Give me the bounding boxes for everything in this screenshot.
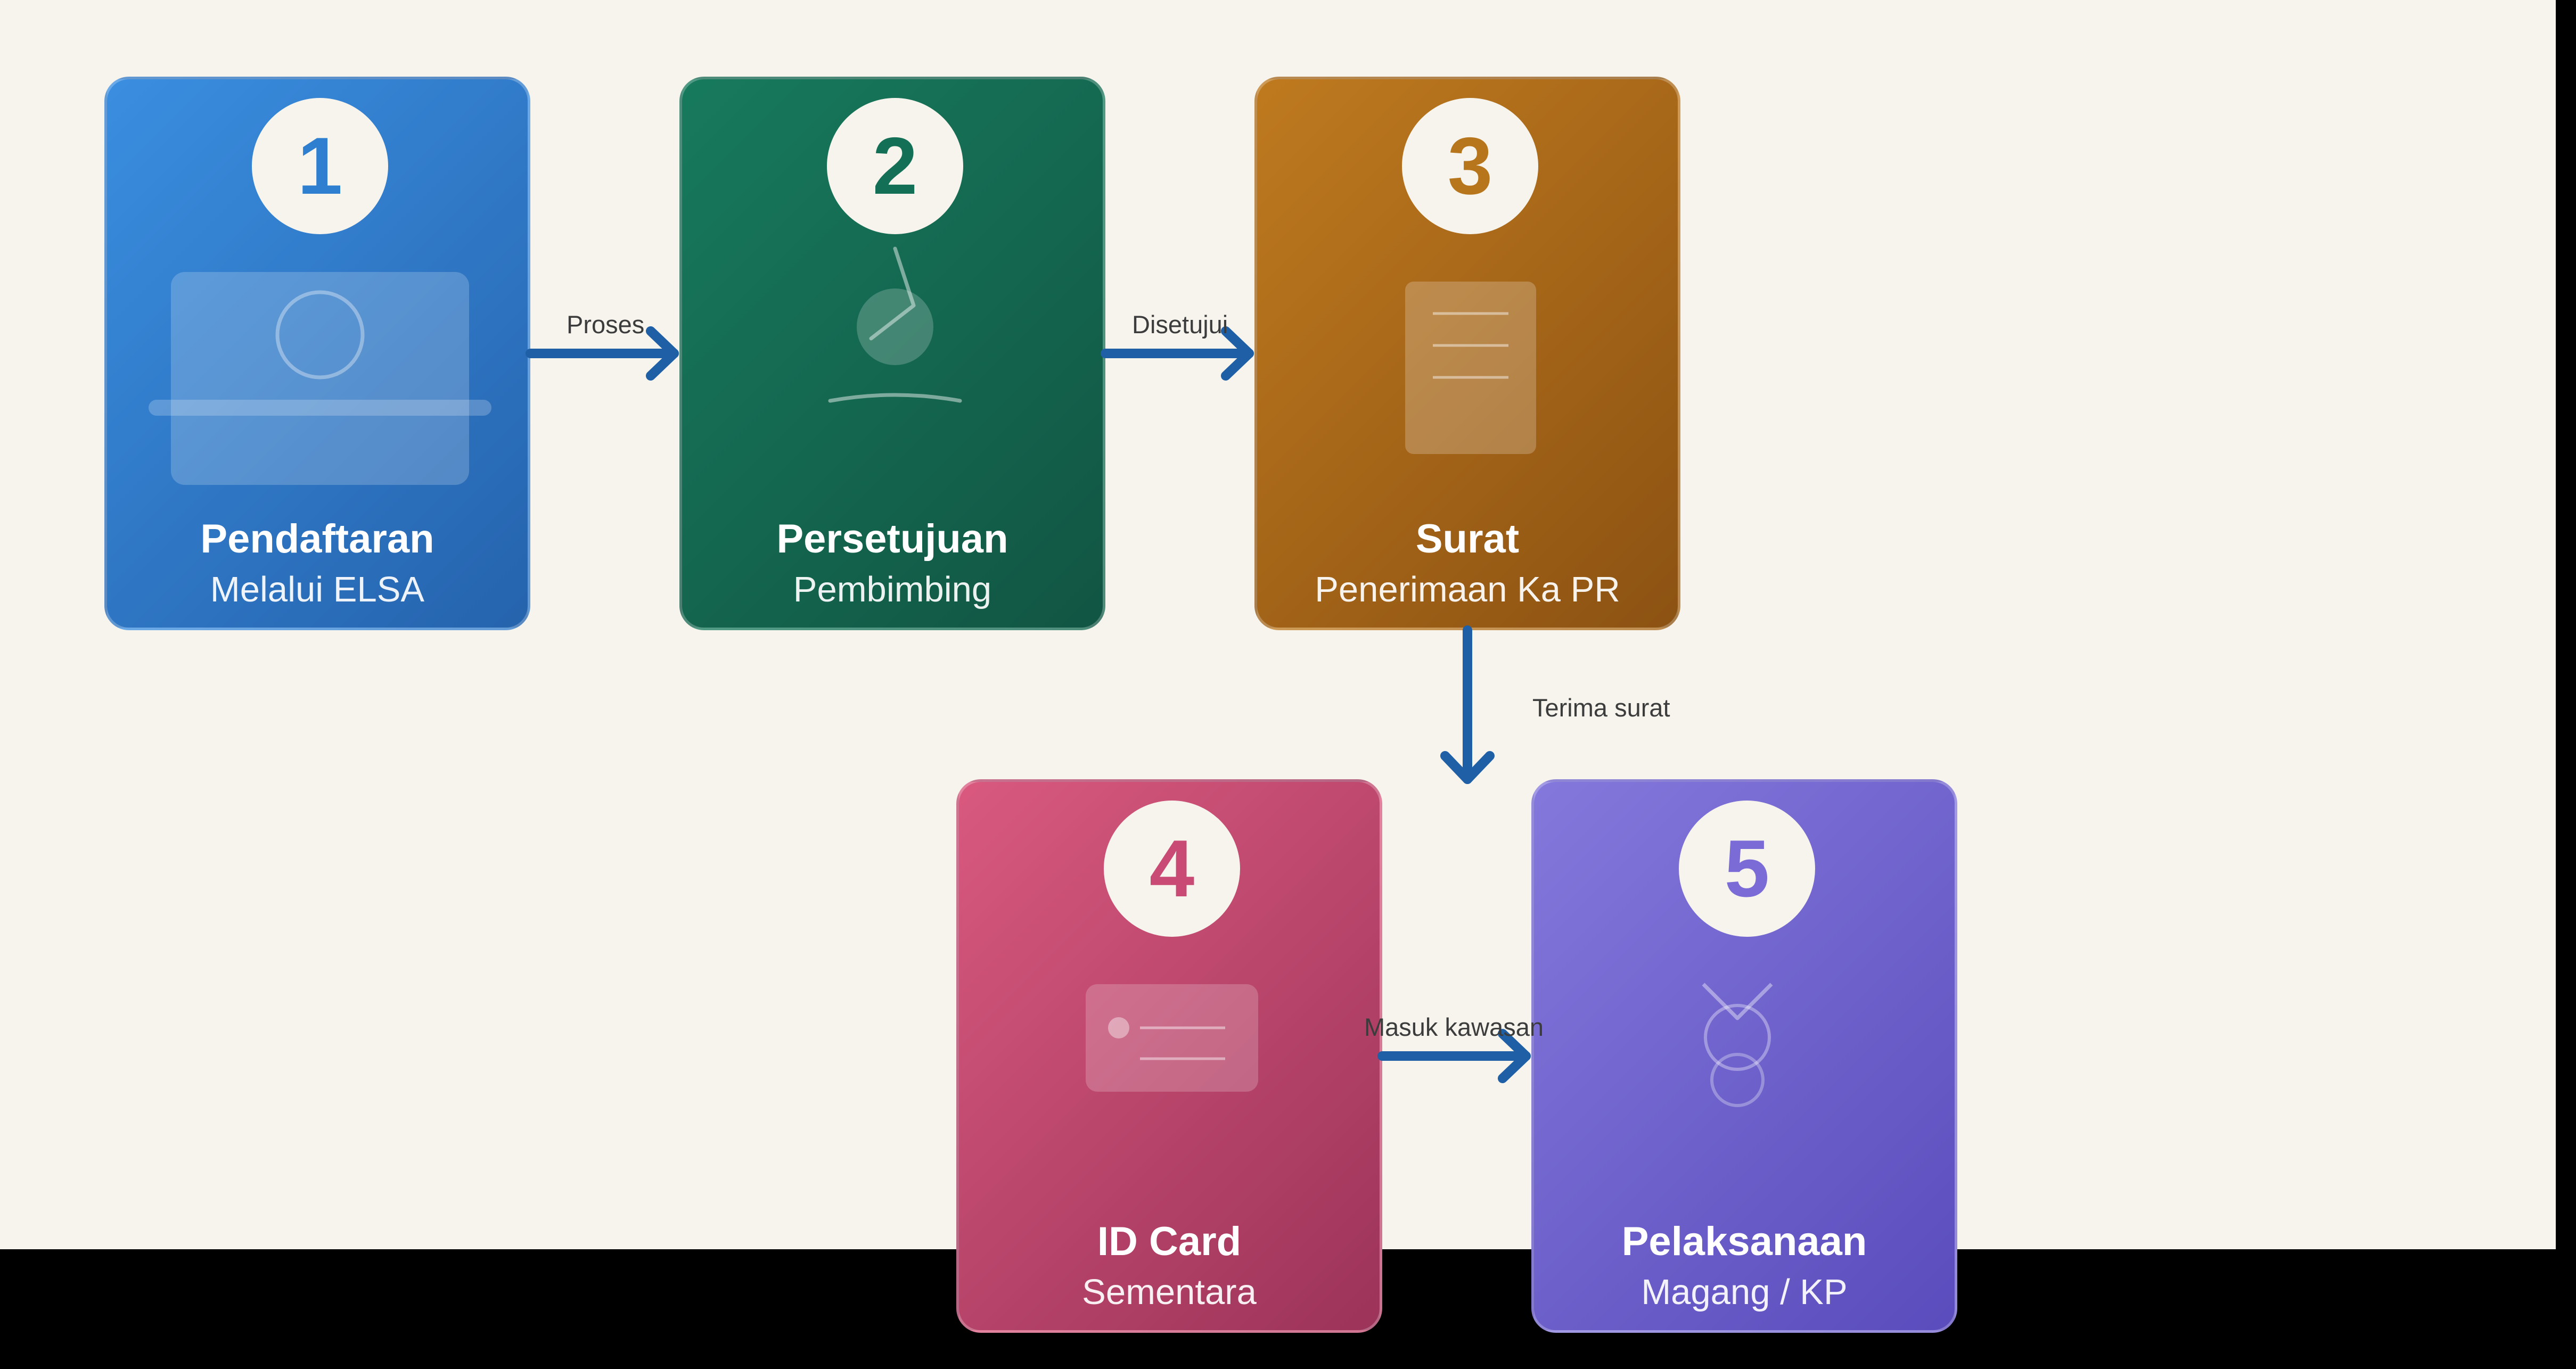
medal-icon <box>1702 983 1773 1107</box>
laptop-icon <box>149 272 491 485</box>
step-number-badge: 2 <box>827 98 963 234</box>
signature-icon <box>828 246 962 403</box>
edge-label-disetujui: Disetujui <box>1132 310 1228 339</box>
step-subtitle: Melalui ELSA <box>210 570 425 609</box>
step-title: Pendaftaran <box>200 516 434 562</box>
edge-label-terima-surat: Terima surat <box>1532 694 1670 722</box>
edge-label-proses: Proses <box>567 310 645 339</box>
step-card-pelaksanaan: 5 Pelaksanaan Magang / KP <box>1531 779 1957 1333</box>
step-subtitle: Sementara <box>1082 1272 1257 1312</box>
step-title: Surat <box>1415 516 1520 562</box>
step-subtitle: Pembimbing <box>793 570 992 609</box>
edge-label-masuk-kawasan: Masuk kawasan <box>1364 1013 1544 1041</box>
step-number-badge: 4 <box>1104 801 1240 937</box>
step-number-badge: 1 <box>252 98 388 234</box>
step-title: ID Card <box>1097 1219 1242 1264</box>
document-icon <box>1405 282 1536 454</box>
id-card-icon <box>1086 984 1258 1092</box>
step-subtitle: Penerimaan Ka PR <box>1315 570 1620 609</box>
step-card-persetujuan: 2 Persetujuan Pembimbing <box>679 77 1105 630</box>
step-title: Pelaksanaan <box>1621 1219 1867 1264</box>
step-title: Persetujuan <box>776 516 1008 562</box>
diagram-canvas: 1 Pendaftaran Melalui ELSA 2 Persetujuan… <box>0 0 2556 1333</box>
step-subtitle: Magang / KP <box>1641 1272 1848 1312</box>
step-card-id-card: 4 ID Card Sementara <box>956 779 1382 1333</box>
step-number-badge: 5 <box>1679 801 1815 937</box>
step-card-pendaftaran: 1 Pendaftaran Melalui ELSA <box>104 77 530 630</box>
step-number-badge: 3 <box>1402 98 1538 234</box>
step-card-surat: 3 Surat Penerimaan Ka PR <box>1254 77 1680 630</box>
